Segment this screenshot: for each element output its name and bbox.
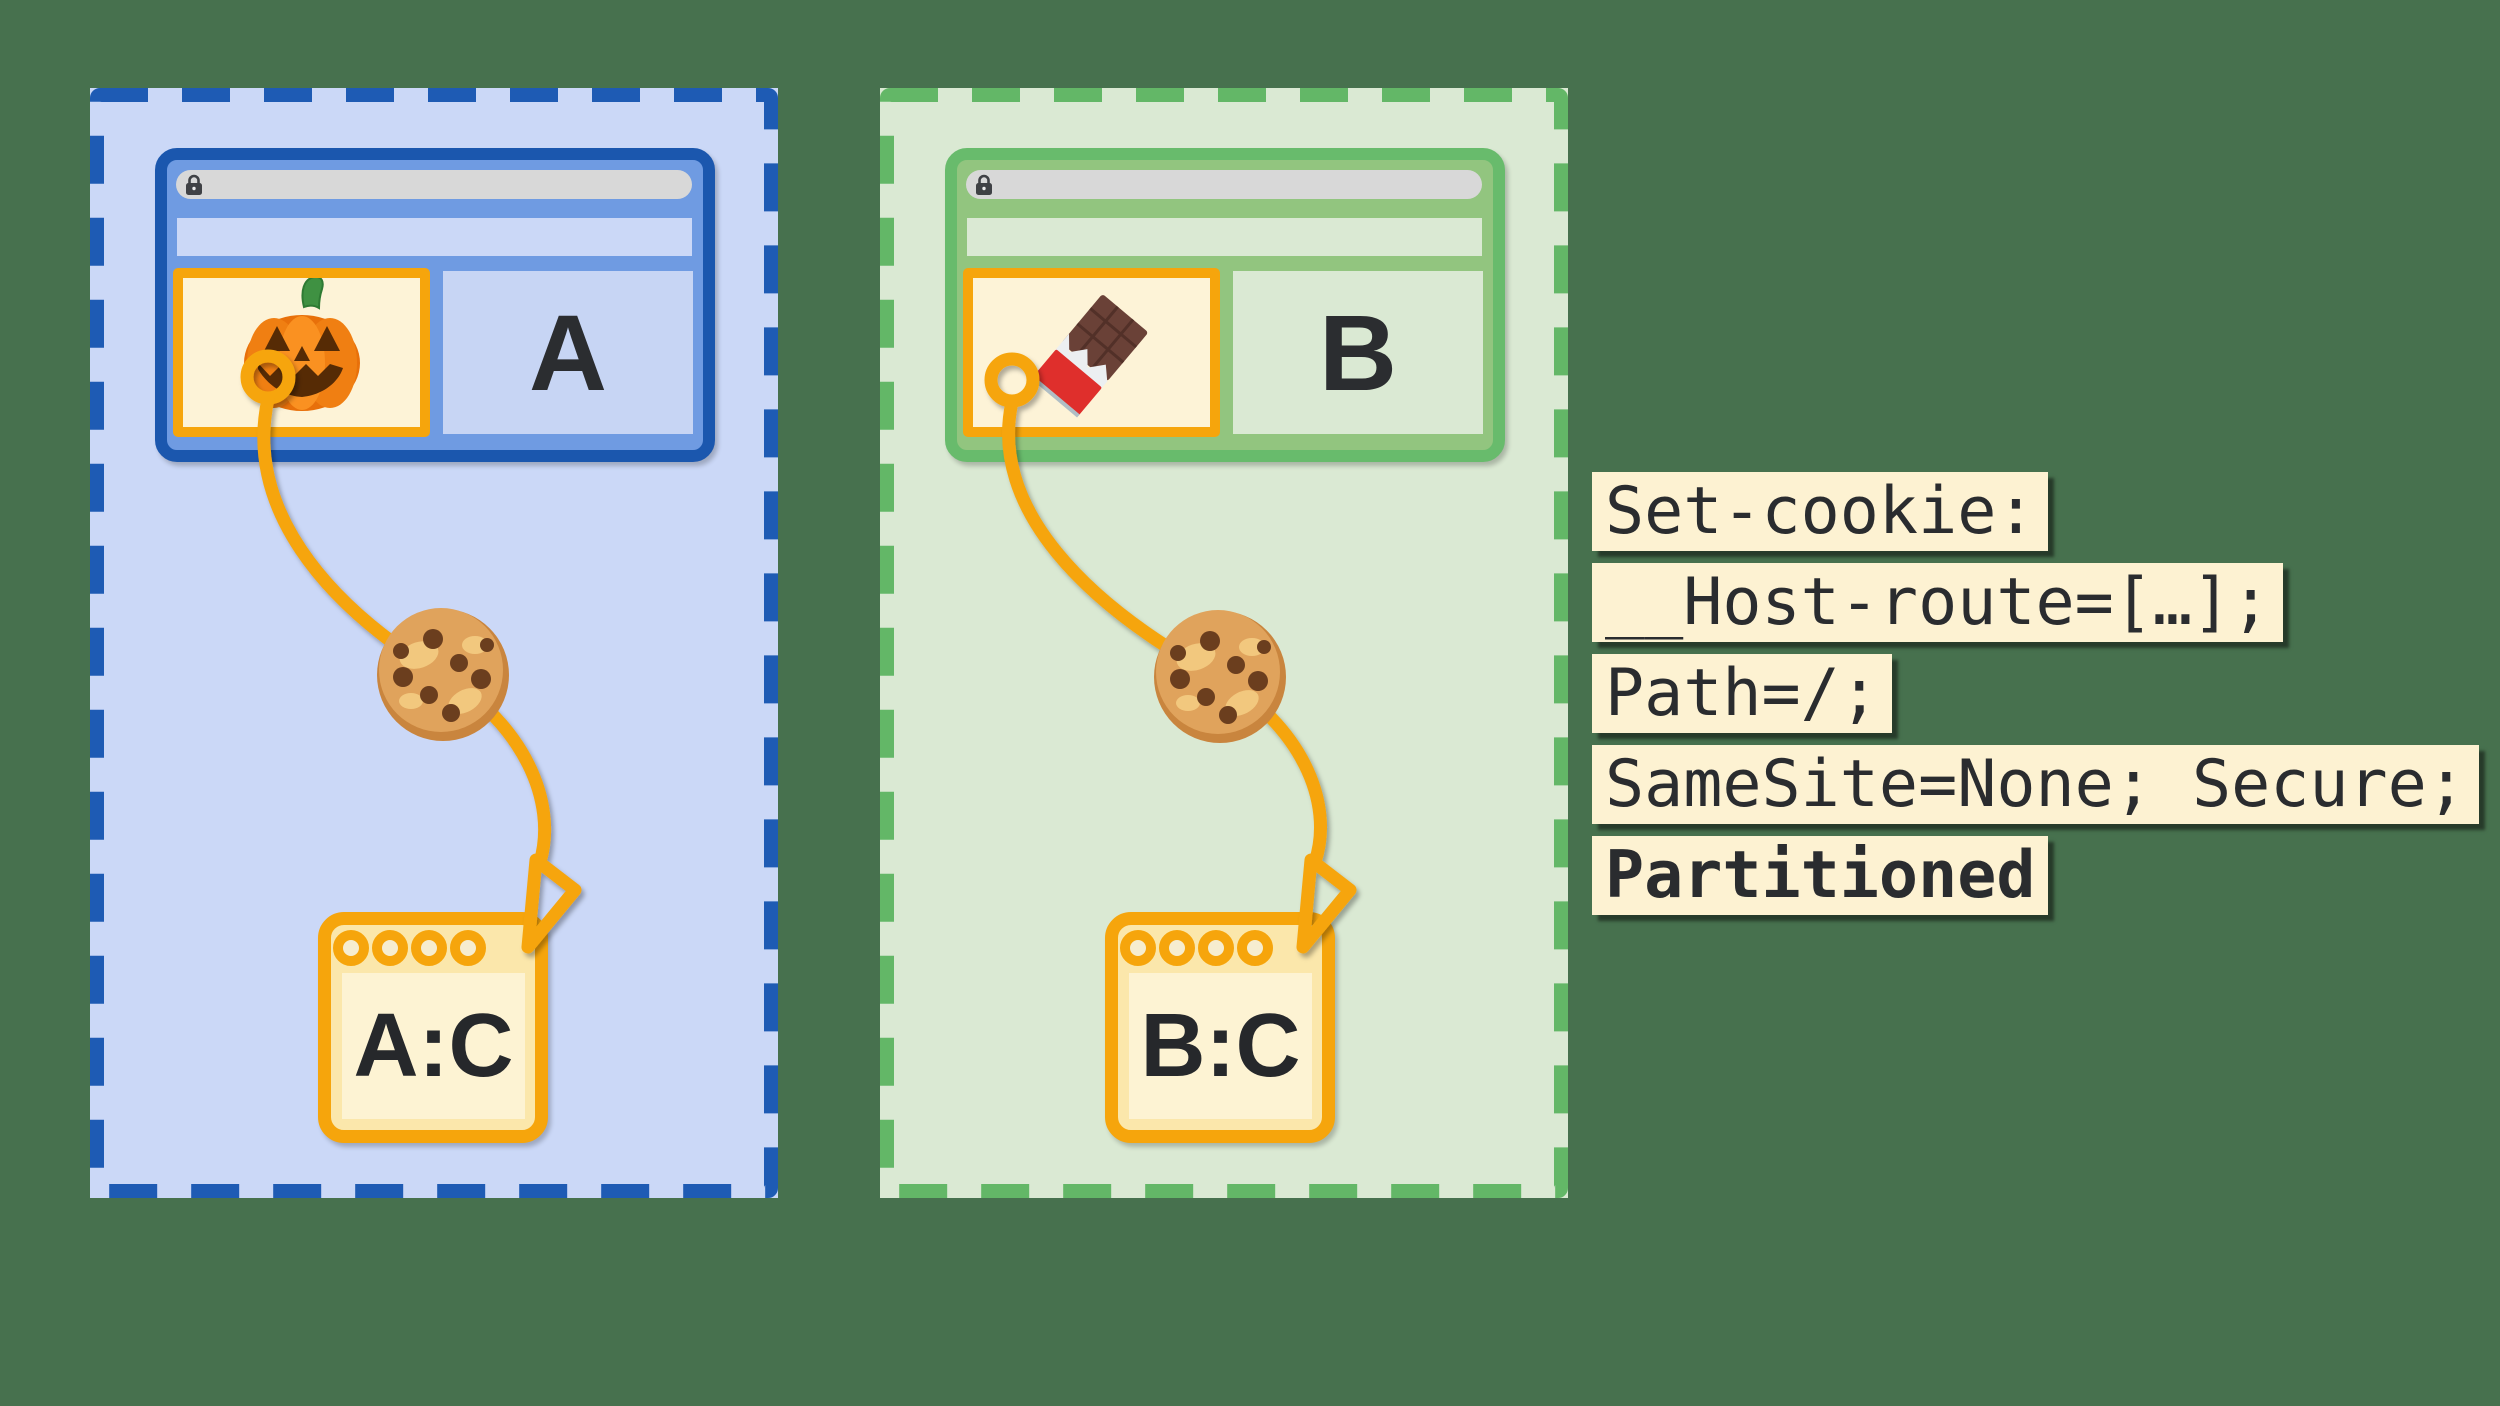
jack-o-lantern-icon: [243, 277, 360, 411]
site-b-label-box: B: [1233, 271, 1483, 434]
partition-storage-b: B:C: [1105, 912, 1335, 1143]
partition-key-a: A:C: [353, 995, 514, 1096]
set-cookie-code-block: Set-cookie: __Host-route=[…]; Path=/; Sa…: [1592, 472, 2479, 915]
code-line: Path=/;: [1592, 654, 1892, 733]
embedded-iframe-b: [963, 268, 1220, 437]
site-a-label: A: [529, 292, 607, 413]
window-dot: [333, 930, 369, 966]
partition-key-b-box: B:C: [1129, 973, 1312, 1119]
partition-storage-a: A:C: [318, 912, 548, 1143]
storage-dots: [1120, 930, 1273, 966]
code-line-partitioned: Partitioned: [1592, 836, 2049, 915]
embedded-iframe-a: [173, 268, 430, 437]
window-dot: [1159, 930, 1195, 966]
window-dot: [1198, 930, 1234, 966]
partition-a-panel: A A:C: [90, 88, 778, 1198]
partition-key-b: B:C: [1140, 995, 1301, 1096]
window-dot: [1237, 930, 1273, 966]
window-dot: [1120, 930, 1156, 966]
window-dot: [411, 930, 447, 966]
page-content-strip: [177, 218, 692, 256]
url-bar: [176, 170, 692, 199]
browser-window-a: A: [155, 148, 715, 462]
lock-icon: [976, 174, 992, 195]
partition-b-panel: B B:C: [880, 88, 1568, 1198]
chocolate-bar-icon: [1030, 294, 1147, 417]
window-dot: [450, 930, 486, 966]
site-b-label: B: [1319, 292, 1397, 413]
lock-icon: [186, 174, 202, 195]
code-line: __Host-route=[…];: [1592, 563, 2284, 642]
site-a-label-box: A: [443, 271, 693, 434]
page-content-strip: [967, 218, 1482, 256]
url-bar: [966, 170, 1482, 199]
browser-window-b: B: [945, 148, 1505, 462]
code-line: SameSite=None; Secure;: [1592, 745, 2479, 824]
code-line: Set-cookie:: [1592, 472, 2049, 551]
storage-dots: [333, 930, 486, 966]
partition-key-a-box: A:C: [342, 973, 525, 1119]
window-dot: [372, 930, 408, 966]
